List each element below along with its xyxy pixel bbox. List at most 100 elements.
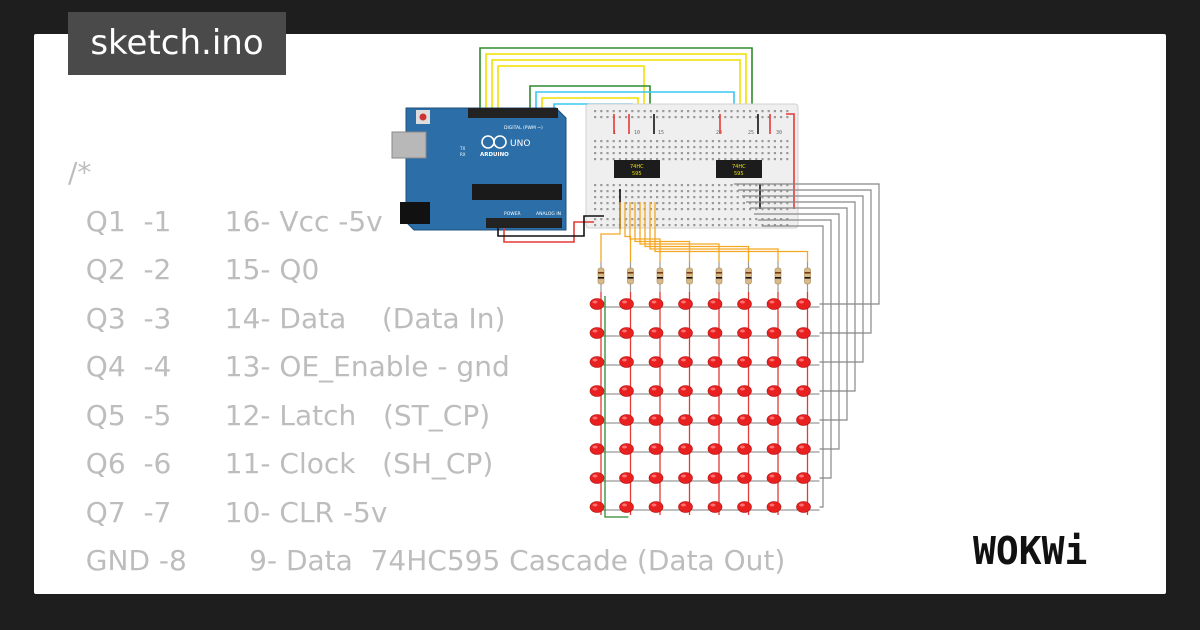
led-highlight: [799, 445, 804, 449]
breadboard-hole: [600, 116, 603, 119]
breadboard-hole: [668, 184, 671, 187]
breadboard-hole: [773, 184, 776, 187]
breadboard-hole: [718, 116, 721, 119]
led: [707, 356, 723, 368]
led: [589, 472, 605, 484]
led: [678, 472, 693, 484]
breadboard-hole: [680, 224, 683, 227]
breadboard-hole: [594, 110, 597, 113]
breadboard-hole: [786, 196, 789, 199]
breadboard-hole: [649, 218, 652, 221]
breadboard-hole: [674, 196, 677, 199]
breadboard-col-label: 10: [634, 130, 640, 136]
breadboard-hole: [705, 190, 708, 193]
led-highlight: [592, 358, 598, 362]
breadboard-hole: [612, 110, 615, 113]
breadboard-hole: [662, 158, 665, 161]
led: [707, 501, 723, 513]
led-highlight: [592, 445, 598, 449]
led-highlight: [799, 358, 804, 362]
led: [766, 414, 782, 426]
breadboard-hole: [786, 184, 789, 187]
breadboard-hole: [668, 208, 671, 211]
resistor-band: [657, 272, 663, 274]
breadboard-hole: [637, 208, 640, 211]
breadboard-hole: [711, 184, 714, 187]
breadboard-hole: [718, 224, 721, 227]
breadboard-hole: [631, 146, 634, 149]
breadboard-col-label: 20: [716, 130, 722, 136]
led-highlight: [681, 474, 686, 478]
breadboard-hole: [656, 146, 659, 149]
breadboard-hole: [618, 116, 621, 119]
breadboard-hole: [693, 158, 696, 161]
breadboard-hole: [749, 190, 752, 193]
led: [678, 298, 693, 310]
breadboard-hole: [631, 152, 634, 155]
breadboard-hole: [594, 208, 597, 211]
led: [766, 385, 782, 397]
breadboard-hole: [680, 184, 683, 187]
breadboard-hole: [594, 146, 597, 149]
breadboard-hole: [625, 190, 628, 193]
breadboard-hole: [612, 202, 615, 205]
breadboard-hole: [705, 208, 708, 211]
breadboard-hole: [643, 158, 646, 161]
wire-gray: [746, 201, 856, 392]
breadboard-hole: [730, 190, 733, 193]
led: [737, 443, 752, 455]
led: [707, 443, 723, 455]
led-highlight: [769, 503, 775, 507]
breadboard-hole: [606, 140, 609, 143]
breadboard-hole: [730, 110, 733, 113]
breadboard-hole: [767, 140, 770, 143]
file-tab[interactable]: sketch.ino: [68, 12, 286, 75]
breadboard-hole: [780, 158, 783, 161]
code-line: /*: [68, 156, 92, 189]
led-highlight: [799, 300, 804, 304]
led-highlight: [592, 300, 598, 304]
breadboard-hole: [755, 208, 758, 211]
led-highlight: [622, 329, 627, 333]
led-highlight: [769, 358, 775, 362]
wokwi-logo: WOKWi: [973, 529, 1087, 573]
wire-orange: [639, 202, 720, 262]
breadboard-hole: [749, 202, 752, 205]
breadboard-hole: [668, 224, 671, 227]
breadboard-hole: [761, 146, 764, 149]
resistor-band: [775, 277, 781, 279]
breadboard-hole: [773, 224, 776, 227]
resistor-band: [745, 277, 752, 279]
breadboard-hole: [742, 218, 745, 221]
breadboard-hole: [594, 184, 597, 187]
breadboard-hole: [718, 208, 721, 211]
breadboard-hole: [742, 110, 745, 113]
resistor-band: [627, 277, 634, 279]
breadboard-hole: [631, 190, 634, 193]
breadboard-hole: [730, 202, 733, 205]
breadboard-hole: [693, 208, 696, 211]
breadboard-hole: [780, 202, 783, 205]
breadboard-hole: [625, 110, 628, 113]
led: [619, 414, 634, 426]
breadboard-hole: [786, 146, 789, 149]
breadboard-hole: [730, 158, 733, 161]
breadboard-hole: [724, 152, 727, 155]
breadboard-hole: [662, 146, 665, 149]
breadboard-hole: [736, 140, 739, 143]
breadboard-hole: [742, 202, 745, 205]
breadboard-hole: [761, 158, 764, 161]
breadboard-hole: [600, 152, 603, 155]
breadboard-hole: [600, 202, 603, 205]
breadboard-hole: [786, 224, 789, 227]
breadboard-hole: [705, 184, 708, 187]
breadboard-hole: [637, 196, 640, 199]
led: [707, 385, 723, 397]
breadboard-hole: [625, 196, 628, 199]
breadboard-hole: [637, 202, 640, 205]
led-highlight: [740, 474, 745, 478]
led: [737, 472, 752, 484]
breadboard-hole: [761, 196, 764, 199]
breadboard-holes: [594, 110, 789, 227]
led: [678, 356, 693, 368]
